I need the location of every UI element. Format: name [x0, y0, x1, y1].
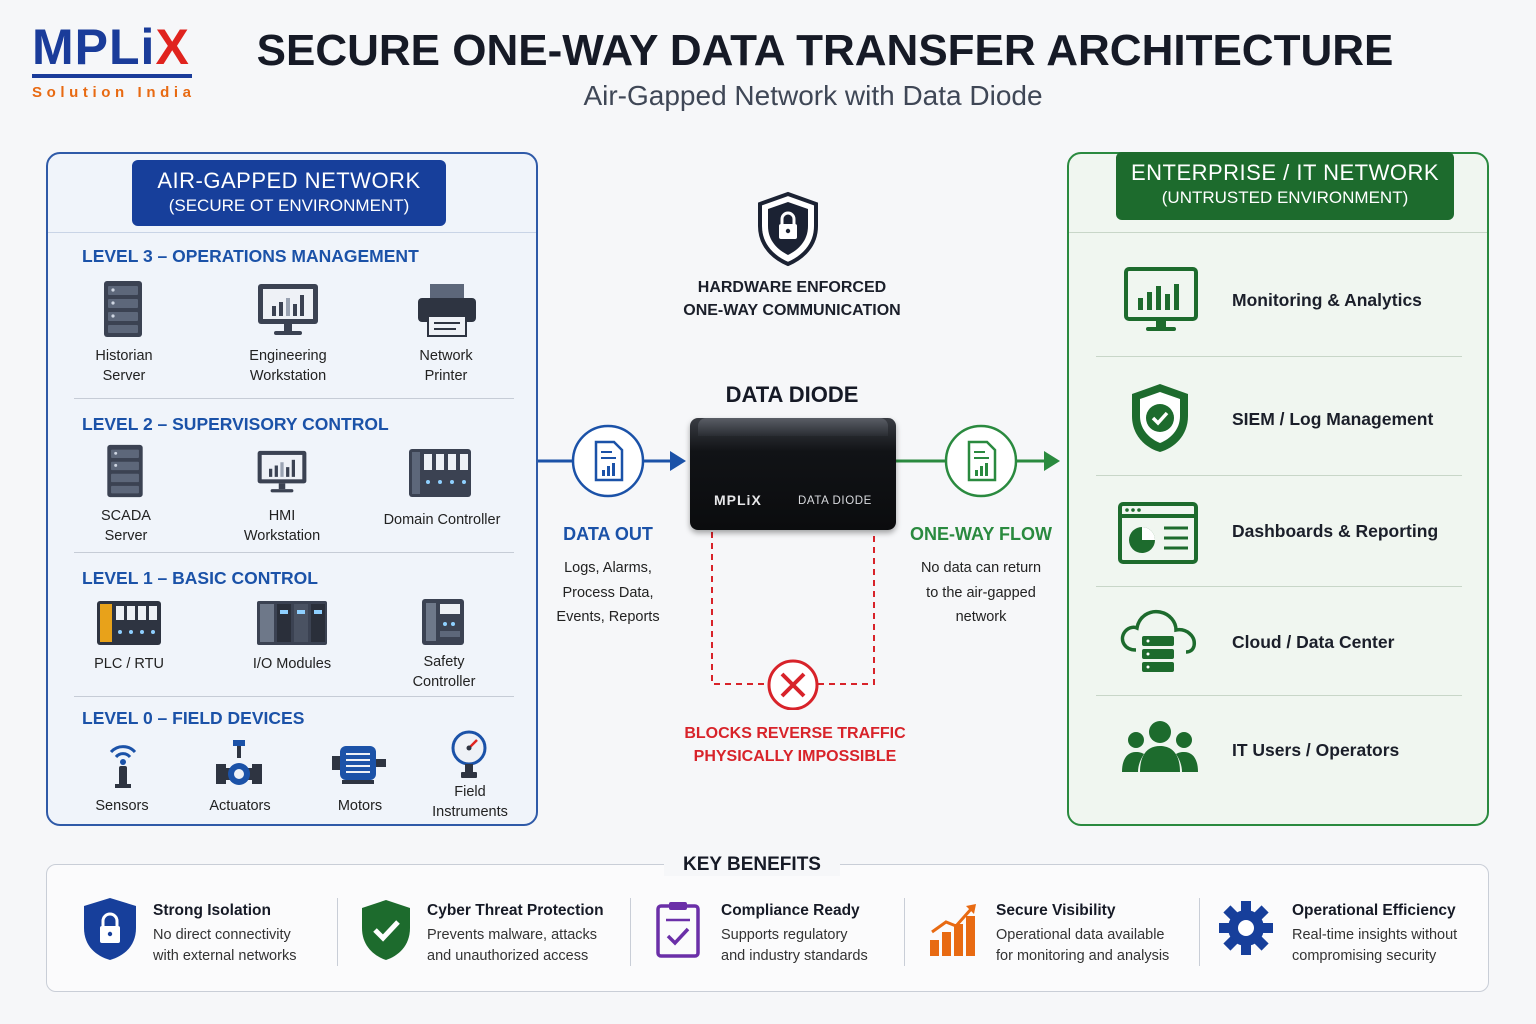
network-printer [382, 282, 512, 338]
device-brand: MPLiX [714, 492, 762, 508]
right-item-siem: SIEM / Log Management [1232, 409, 1434, 429]
motors [294, 742, 424, 786]
users-icon [1122, 721, 1198, 772]
air-gapped-subtitle: (SECURE OT ENVIRONMENT) [168, 196, 410, 215]
shield-lock-icon [758, 191, 818, 267]
clipboard-check-icon [656, 902, 700, 958]
field-instruments [404, 730, 534, 782]
page-subtitle: Air-Gapped Network with Data Diode [583, 80, 1043, 111]
logo-tagline: Solution India [32, 84, 196, 101]
one-way-flow-title: ONE-WAY FLOW [909, 524, 1052, 544]
enterprise-title: ENTERPRISE / IT NETWORK [1130, 160, 1440, 185]
cloud-server-icon [1120, 609, 1196, 672]
io-modules-icon [257, 601, 327, 645]
device-label: I/O Modules [252, 656, 332, 672]
gear-icon [1219, 901, 1273, 955]
enterprise-header: ENTERPRISE / IT NETWORK (UNTRUSTED ENVIR… [1116, 152, 1454, 220]
sensor-icon [109, 745, 137, 788]
data-out-title: DATA OUT [563, 524, 653, 544]
growth-chart-icon [930, 904, 976, 956]
device-label: Actuators [209, 798, 271, 814]
server-icon [107, 444, 143, 498]
data-out-doc-icon [571, 424, 645, 498]
actuators [174, 738, 304, 790]
safety-controller-icon [422, 599, 464, 645]
workstation-icon [258, 284, 318, 335]
air-gapped-panel: AIR-GAPPED NETWORK (SECURE OT ENVIRONMEN… [46, 152, 538, 826]
server-icon [104, 281, 142, 337]
historian-server [58, 280, 188, 338]
data-out-description: Logs, Alarms,Process Data,Events, Report… [556, 560, 660, 625]
device-label: Domain Controller [383, 512, 501, 528]
benefit-cyber-threat: Cyber Threat Protection Prevents malware… [427, 902, 604, 964]
one-way-doc-icon [944, 424, 1018, 498]
plc-icon [97, 601, 161, 645]
flow-diagram [538, 191, 1060, 710]
hmi-workstation [217, 446, 347, 498]
enterprise-icons [1118, 267, 1198, 772]
workstation-icon [257, 450, 307, 493]
right-item-it-users: IT Users / Operators [1232, 740, 1400, 760]
safety-controller [378, 598, 508, 646]
right-item-monitoring: Monitoring & Analytics [1232, 290, 1422, 310]
shield-check-icon [362, 900, 410, 960]
lock-shield-icon [84, 898, 136, 960]
benefit-icons [84, 898, 1273, 960]
enterprise-panel: ENTERPRISE / IT NETWORK (UNTRUSTED ENVIR… [1067, 152, 1489, 826]
device-label: Motors [337, 798, 383, 814]
enterprise-subtitle: (UNTRUSTED ENVIRONMENT) [1161, 188, 1409, 207]
printer-icon [418, 284, 476, 337]
device-label: Sensors [95, 798, 149, 814]
key-benefits-title: KEY BENEFITS [664, 854, 840, 876]
logo-wordmark: MPLiX [32, 19, 190, 75]
shield-check-icon [1132, 384, 1188, 452]
level-3-title: LEVEL 3 – OPERATIONS MANAGEMENT [82, 246, 419, 266]
motor-icon [332, 746, 386, 784]
data-diode-device: MPLiX DATA DIODE [690, 418, 896, 530]
level-1-title: LEVEL 1 – BASIC CONTROL [82, 568, 318, 588]
controller-icon [409, 449, 471, 497]
air-gapped-header: AIR-GAPPED NETWORK (SECURE OT ENVIRONMEN… [132, 160, 446, 226]
level-0-title: LEVEL 0 – FIELD DEVICES [82, 708, 305, 728]
dashboard-icon [1118, 502, 1198, 564]
monitor-chart-icon [1124, 267, 1198, 331]
benefit-operational-efficiency: Operational Efficiency Real-time insight… [1292, 902, 1458, 964]
air-gapped-title: AIR-GAPPED NETWORK [157, 168, 421, 193]
actuator-icon [216, 740, 262, 785]
right-item-dashboards: Dashboards & Reporting [1232, 521, 1439, 541]
benefit-secure-visibility: Secure Visibility Operational data avail… [996, 902, 1170, 964]
plc-rtu [64, 600, 194, 646]
brand-logo: MPLiX Solution India [32, 22, 202, 101]
engineering-workstation [223, 282, 353, 338]
domain-controller [375, 448, 505, 498]
blocked-x-icon [767, 659, 819, 710]
gauge-icon [451, 730, 487, 778]
device-label: PLC / RTU [94, 656, 164, 672]
level-2-title: LEVEL 2 – SUPERVISORY CONTROL [82, 414, 389, 434]
device-name: DATA DIODE [798, 495, 872, 507]
right-item-cloud: Cloud / Data Center [1232, 632, 1395, 652]
page-title: SECURE ONE-WAY DATA TRANSFER ARCHITECTUR… [256, 26, 1394, 75]
data-diode-title: DATA DIODE [725, 382, 859, 407]
scada-server [60, 444, 190, 498]
sensors [58, 738, 188, 790]
io-modules [227, 600, 357, 646]
